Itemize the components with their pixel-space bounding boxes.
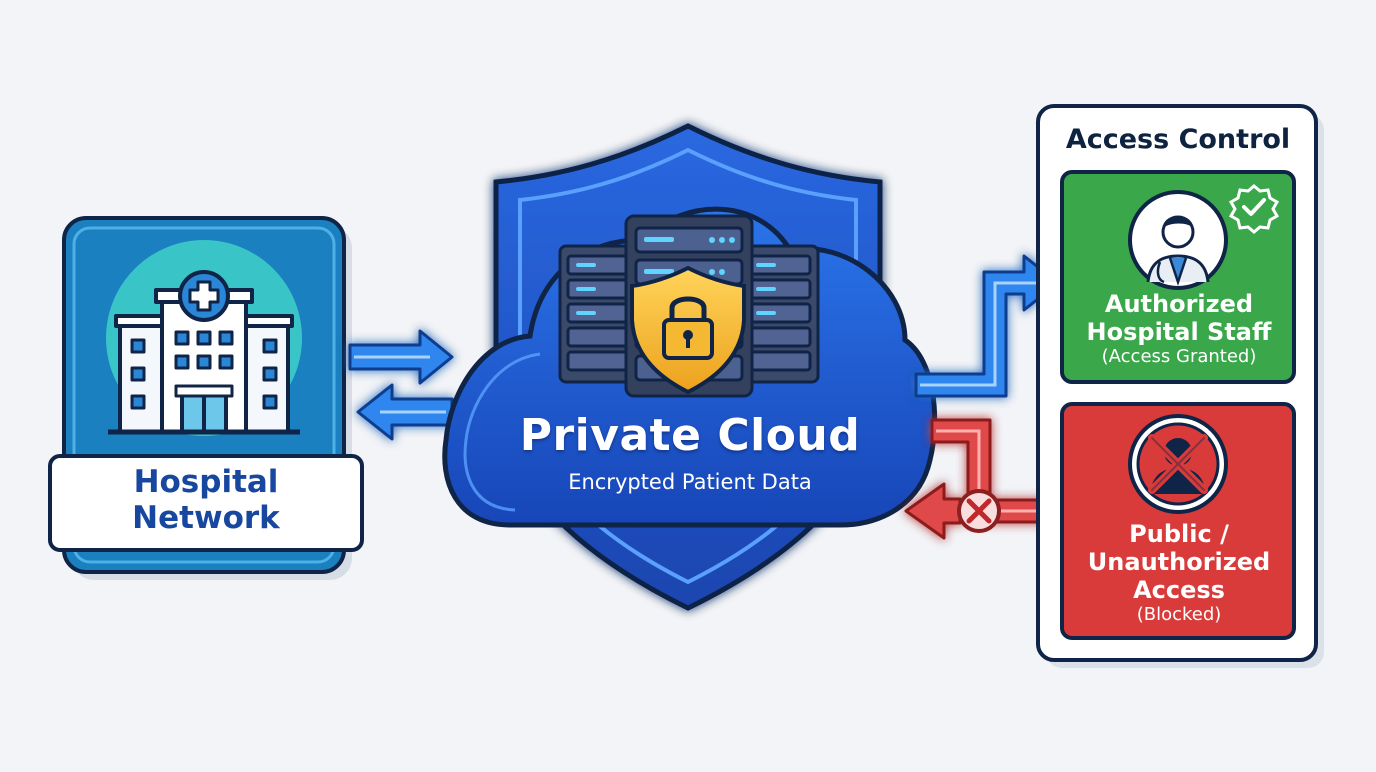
- doctor-avatar-icon: [1128, 190, 1228, 290]
- access-granted-status: (Access Granted): [1101, 346, 1257, 367]
- hospital-label-box: [48, 454, 364, 552]
- access-control-title: Access Control: [1065, 124, 1291, 155]
- hospital-label-line2: Network: [132, 500, 280, 536]
- arrow-to-hospital: [356, 383, 454, 441]
- server-status-lights: [576, 237, 776, 315]
- prohibited-icon: [1128, 414, 1228, 514]
- private-cloud-subtitle: Encrypted Patient Data: [568, 470, 812, 494]
- arrow-to-cloud: [348, 329, 454, 385]
- checkmark-badge-icon: [1228, 184, 1280, 234]
- x-circle-icon: [957, 489, 1001, 533]
- granted-line1: Authorized: [1104, 290, 1254, 318]
- access-blocked-card: [1060, 402, 1296, 640]
- blocked-line3: Access: [1133, 576, 1225, 604]
- hospital-label-line1: Hospital: [133, 464, 279, 500]
- access-blocked-status: (Blocked): [1136, 604, 1222, 625]
- unauthorized-access-label: Public / Unauthorized Access: [1064, 520, 1294, 604]
- blocked-line1: Public /: [1129, 520, 1229, 548]
- private-cloud-title: Private Cloud: [519, 410, 861, 461]
- authorized-staff-label: Authorized Hospital Staff: [1064, 290, 1294, 346]
- hospital-building-icon: [108, 270, 300, 435]
- granted-line2: Hospital Staff: [1086, 318, 1272, 346]
- padlock-shield-icon: [630, 265, 746, 395]
- blocked-line2: Unauthorized: [1087, 548, 1271, 576]
- hospital-network-label: Hospital Network: [50, 464, 362, 536]
